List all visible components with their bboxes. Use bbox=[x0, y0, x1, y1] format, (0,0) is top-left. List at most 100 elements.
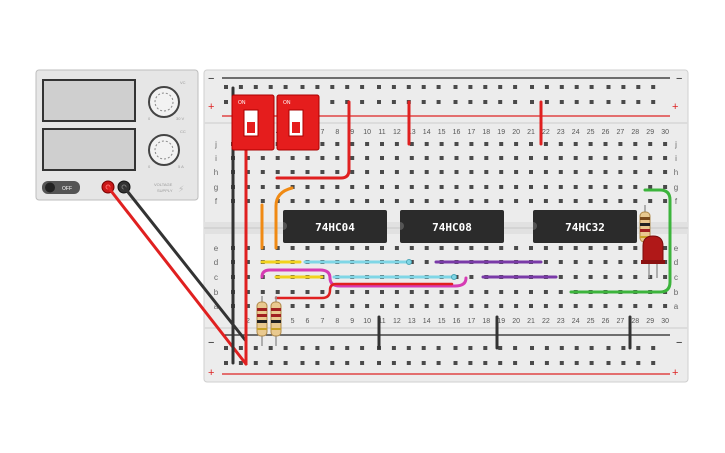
breadboard-hole[interactable] bbox=[558, 185, 563, 189]
breadboard-hole[interactable] bbox=[238, 346, 243, 350]
breadboard-hole[interactable] bbox=[394, 156, 399, 160]
breadboard-hole[interactable] bbox=[663, 275, 668, 279]
breadboard-hole[interactable] bbox=[559, 361, 564, 365]
breadboard-hole[interactable] bbox=[606, 346, 611, 350]
breadboard-hole[interactable] bbox=[424, 246, 429, 250]
breadboard-hole[interactable] bbox=[469, 246, 474, 250]
dip-switch-1[interactable]: ON bbox=[231, 94, 275, 151]
red-jumper-switch[interactable] bbox=[275, 100, 351, 180]
breadboard-hole[interactable] bbox=[424, 290, 429, 294]
breadboard-hole[interactable] bbox=[394, 199, 399, 203]
breadboard-hole[interactable] bbox=[330, 100, 335, 104]
breadboard-hole[interactable] bbox=[238, 85, 243, 89]
breadboard-hole[interactable] bbox=[618, 199, 623, 203]
breadboard-hole[interactable] bbox=[618, 156, 623, 160]
breadboard-hole[interactable] bbox=[621, 346, 626, 350]
breadboard-hole[interactable] bbox=[380, 246, 384, 250]
breadboard-hole[interactable] bbox=[365, 199, 370, 203]
breadboard-hole[interactable] bbox=[618, 246, 623, 250]
breadboard-hole[interactable] bbox=[558, 170, 563, 174]
breadboard-hole[interactable] bbox=[573, 170, 578, 174]
breadboard-hole[interactable] bbox=[365, 185, 370, 189]
breadboard-hole[interactable] bbox=[394, 170, 399, 174]
breadboard-hole[interactable] bbox=[424, 199, 429, 203]
breadboard-hole[interactable] bbox=[529, 185, 533, 189]
breadboard-hole[interactable] bbox=[468, 361, 473, 365]
breadboard-hole[interactable] bbox=[380, 156, 384, 160]
breadboard-hole[interactable] bbox=[499, 304, 504, 308]
breadboard-hole[interactable] bbox=[484, 290, 489, 294]
breadboard-hole[interactable] bbox=[439, 304, 444, 308]
breadboard-hole[interactable] bbox=[335, 246, 340, 250]
breadboard-hole[interactable] bbox=[648, 199, 653, 203]
breadboard-hole[interactable] bbox=[350, 142, 355, 146]
breadboard-hole[interactable] bbox=[469, 185, 474, 189]
breadboard-hole[interactable] bbox=[421, 100, 426, 104]
breadboard-hole[interactable] bbox=[394, 185, 399, 189]
breadboard-hole[interactable] bbox=[380, 304, 384, 308]
breadboard-hole[interactable] bbox=[260, 185, 265, 189]
orange-jumper-b[interactable] bbox=[274, 186, 294, 250]
breadboard-hole[interactable] bbox=[633, 260, 638, 264]
breadboard-hole[interactable] bbox=[268, 346, 273, 350]
chip-74hc32[interactable]: 74HC32 bbox=[533, 210, 637, 243]
voltage-knob[interactable] bbox=[148, 86, 180, 118]
breadboard-hole[interactable] bbox=[589, 346, 594, 350]
breadboard-hole[interactable] bbox=[648, 142, 653, 146]
breadboard-hole[interactable] bbox=[574, 85, 579, 89]
breadboard-hole[interactable] bbox=[618, 275, 623, 279]
breadboard-hole[interactable] bbox=[453, 346, 458, 350]
breadboard-hole[interactable] bbox=[543, 185, 548, 189]
breadboard-hole[interactable] bbox=[315, 361, 320, 365]
breadboard-hole[interactable] bbox=[330, 346, 335, 350]
breadboard-hole[interactable] bbox=[573, 275, 578, 279]
breadboard-hole[interactable] bbox=[224, 100, 228, 104]
breadboard-hole[interactable] bbox=[345, 361, 350, 365]
chip-74hc04[interactable]: 74HC04 bbox=[283, 210, 387, 243]
dip-switch-2[interactable]: ON bbox=[276, 94, 320, 151]
breadboard-hole[interactable] bbox=[663, 246, 668, 250]
breadboard-hole[interactable] bbox=[436, 361, 441, 365]
breadboard-hole[interactable] bbox=[603, 246, 608, 250]
breadboard-hole[interactable] bbox=[377, 85, 381, 89]
breadboard-hole[interactable] bbox=[513, 361, 518, 365]
breadboard-hole[interactable] bbox=[618, 185, 623, 189]
breadboard-hole[interactable] bbox=[453, 85, 458, 89]
breadboard-hole[interactable] bbox=[574, 361, 579, 365]
breadboard-hole[interactable] bbox=[454, 156, 459, 160]
breadboard-hole[interactable] bbox=[530, 361, 534, 365]
breadboard-hole[interactable] bbox=[558, 199, 563, 203]
breadboard-hole[interactable] bbox=[588, 304, 593, 308]
breadboard-hole[interactable] bbox=[453, 100, 458, 104]
breadboard-hole[interactable] bbox=[499, 170, 504, 174]
breadboard-hole[interactable] bbox=[484, 199, 489, 203]
breadboard-hole[interactable] bbox=[409, 246, 414, 250]
breadboard-hole[interactable] bbox=[558, 290, 563, 294]
breadboard-hole[interactable] bbox=[335, 156, 340, 160]
breadboard-hole[interactable] bbox=[409, 170, 414, 174]
breadboard-hole[interactable] bbox=[350, 170, 355, 174]
breadboard-hole[interactable] bbox=[543, 304, 548, 308]
breadboard-hole[interactable] bbox=[559, 100, 564, 104]
breadboard-hole[interactable] bbox=[530, 346, 534, 350]
breadboard-hole[interactable] bbox=[469, 290, 474, 294]
breadboard-hole[interactable] bbox=[663, 199, 668, 203]
breadboard-hole[interactable] bbox=[573, 246, 578, 250]
breadboard-hole[interactable] bbox=[636, 100, 641, 104]
breadboard-hole[interactable] bbox=[245, 156, 250, 160]
breadboard-hole[interactable] bbox=[558, 275, 563, 279]
breadboard-hole[interactable] bbox=[421, 346, 426, 350]
breadboard-hole[interactable] bbox=[633, 156, 638, 160]
breadboard-hole[interactable] bbox=[469, 142, 474, 146]
breadboard-hole[interactable] bbox=[603, 142, 608, 146]
breadboard-hole[interactable] bbox=[380, 170, 384, 174]
breadboard-hole[interactable] bbox=[275, 246, 280, 250]
breadboard-hole[interactable] bbox=[365, 156, 370, 160]
breadboard-hole[interactable] bbox=[260, 290, 265, 294]
breadboard-hole[interactable] bbox=[365, 246, 370, 250]
power-supply[interactable]: VC CC 0 30 V 0 5 A OFF VOLTAGE SUPPLY ⚡ bbox=[35, 69, 199, 201]
breadboard-hole[interactable] bbox=[529, 290, 533, 294]
breadboard-hole[interactable] bbox=[253, 85, 258, 89]
breadboard-hole[interactable] bbox=[320, 246, 325, 250]
breadboard-hole[interactable] bbox=[558, 304, 563, 308]
